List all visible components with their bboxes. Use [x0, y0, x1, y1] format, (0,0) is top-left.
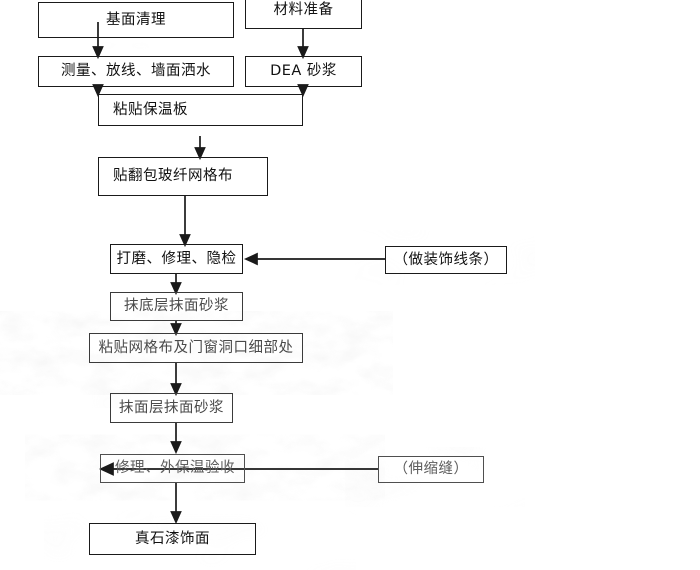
node-grind-repair-inspect[interactable]: 打磨、修理、隐检 — [110, 244, 243, 274]
arrowhead-n3-n5 — [92, 84, 104, 98]
node-label: 材料准备 — [273, 1, 334, 18]
node-label: 打磨、修理、隐检 — [116, 250, 237, 267]
node-stone-paint-finish[interactable]: 真石漆饰面 — [89, 523, 256, 555]
node-decorative-lines[interactable]: （做装饰线条） — [385, 246, 507, 274]
node-base-coat-mortar[interactable]: 抹底层抹面砂浆 — [110, 292, 243, 321]
node-label: 粘贴保温板 — [113, 101, 188, 118]
arrowhead-n1-n3 — [92, 46, 104, 60]
node-paste-insulation-board[interactable]: 粘贴保温板 — [98, 94, 303, 126]
arrowhead-n7-n9 — [170, 282, 182, 296]
node-label: DEA 砂浆 — [270, 63, 337, 80]
node-label: 修理、外保温验收 — [115, 460, 235, 477]
node-label: 抹底层抹面砂浆 — [124, 298, 229, 315]
node-label: 粘贴网格布及门窗洞口细部处 — [98, 339, 294, 356]
node-dea-mortar[interactable]: DEA 砂浆 — [245, 56, 362, 87]
arrowhead-n6-n7 — [179, 234, 191, 248]
node-label: （做装饰线条） — [393, 251, 499, 268]
arrowhead-n4-n5 — [297, 84, 309, 98]
node-label: 基面清理 — [106, 11, 166, 28]
arrowhead-n13-n12 — [98, 462, 114, 476]
node-label: （伸缩缝） — [393, 461, 469, 478]
node-wrap-fiberglass-mesh[interactable]: 贴翻包玻纤网格布 — [98, 157, 268, 196]
node-label: 测量、放线、墙面洒水 — [61, 63, 211, 80]
node-base-cleaning[interactable]: 基面清理 — [38, 2, 234, 38]
node-label: 抹面层抹面砂浆 — [119, 399, 224, 416]
arrowhead-n11-n12 — [170, 441, 182, 455]
arrowhead-n9-n10 — [170, 323, 182, 337]
node-survey-layout-wetting[interactable]: 测量、放线、墙面洒水 — [38, 56, 234, 87]
arrowhead-n8-n7 — [243, 252, 258, 266]
node-label: 真石漆饰面 — [135, 530, 210, 547]
arrowhead-n2-n4 — [297, 46, 309, 60]
arrowhead-n5-n6 — [194, 147, 206, 161]
node-finish-coat-mortar[interactable]: 抹面层抹面砂浆 — [110, 393, 233, 423]
arrowhead-n12-n14 — [170, 511, 182, 525]
node-repair-insulation-acceptance[interactable]: 修理、外保温验收 — [100, 454, 245, 483]
node-expansion-joint[interactable]: （伸缩缝） — [378, 456, 484, 483]
arrowhead-n10-n11 — [170, 383, 182, 397]
node-paste-mesh-openings[interactable]: 粘贴网格布及门窗洞口细部处 — [89, 333, 303, 363]
node-label: 贴翻包玻纤网格布 — [113, 168, 233, 185]
node-material-prep[interactable]: 材料准备 — [245, 0, 362, 29]
